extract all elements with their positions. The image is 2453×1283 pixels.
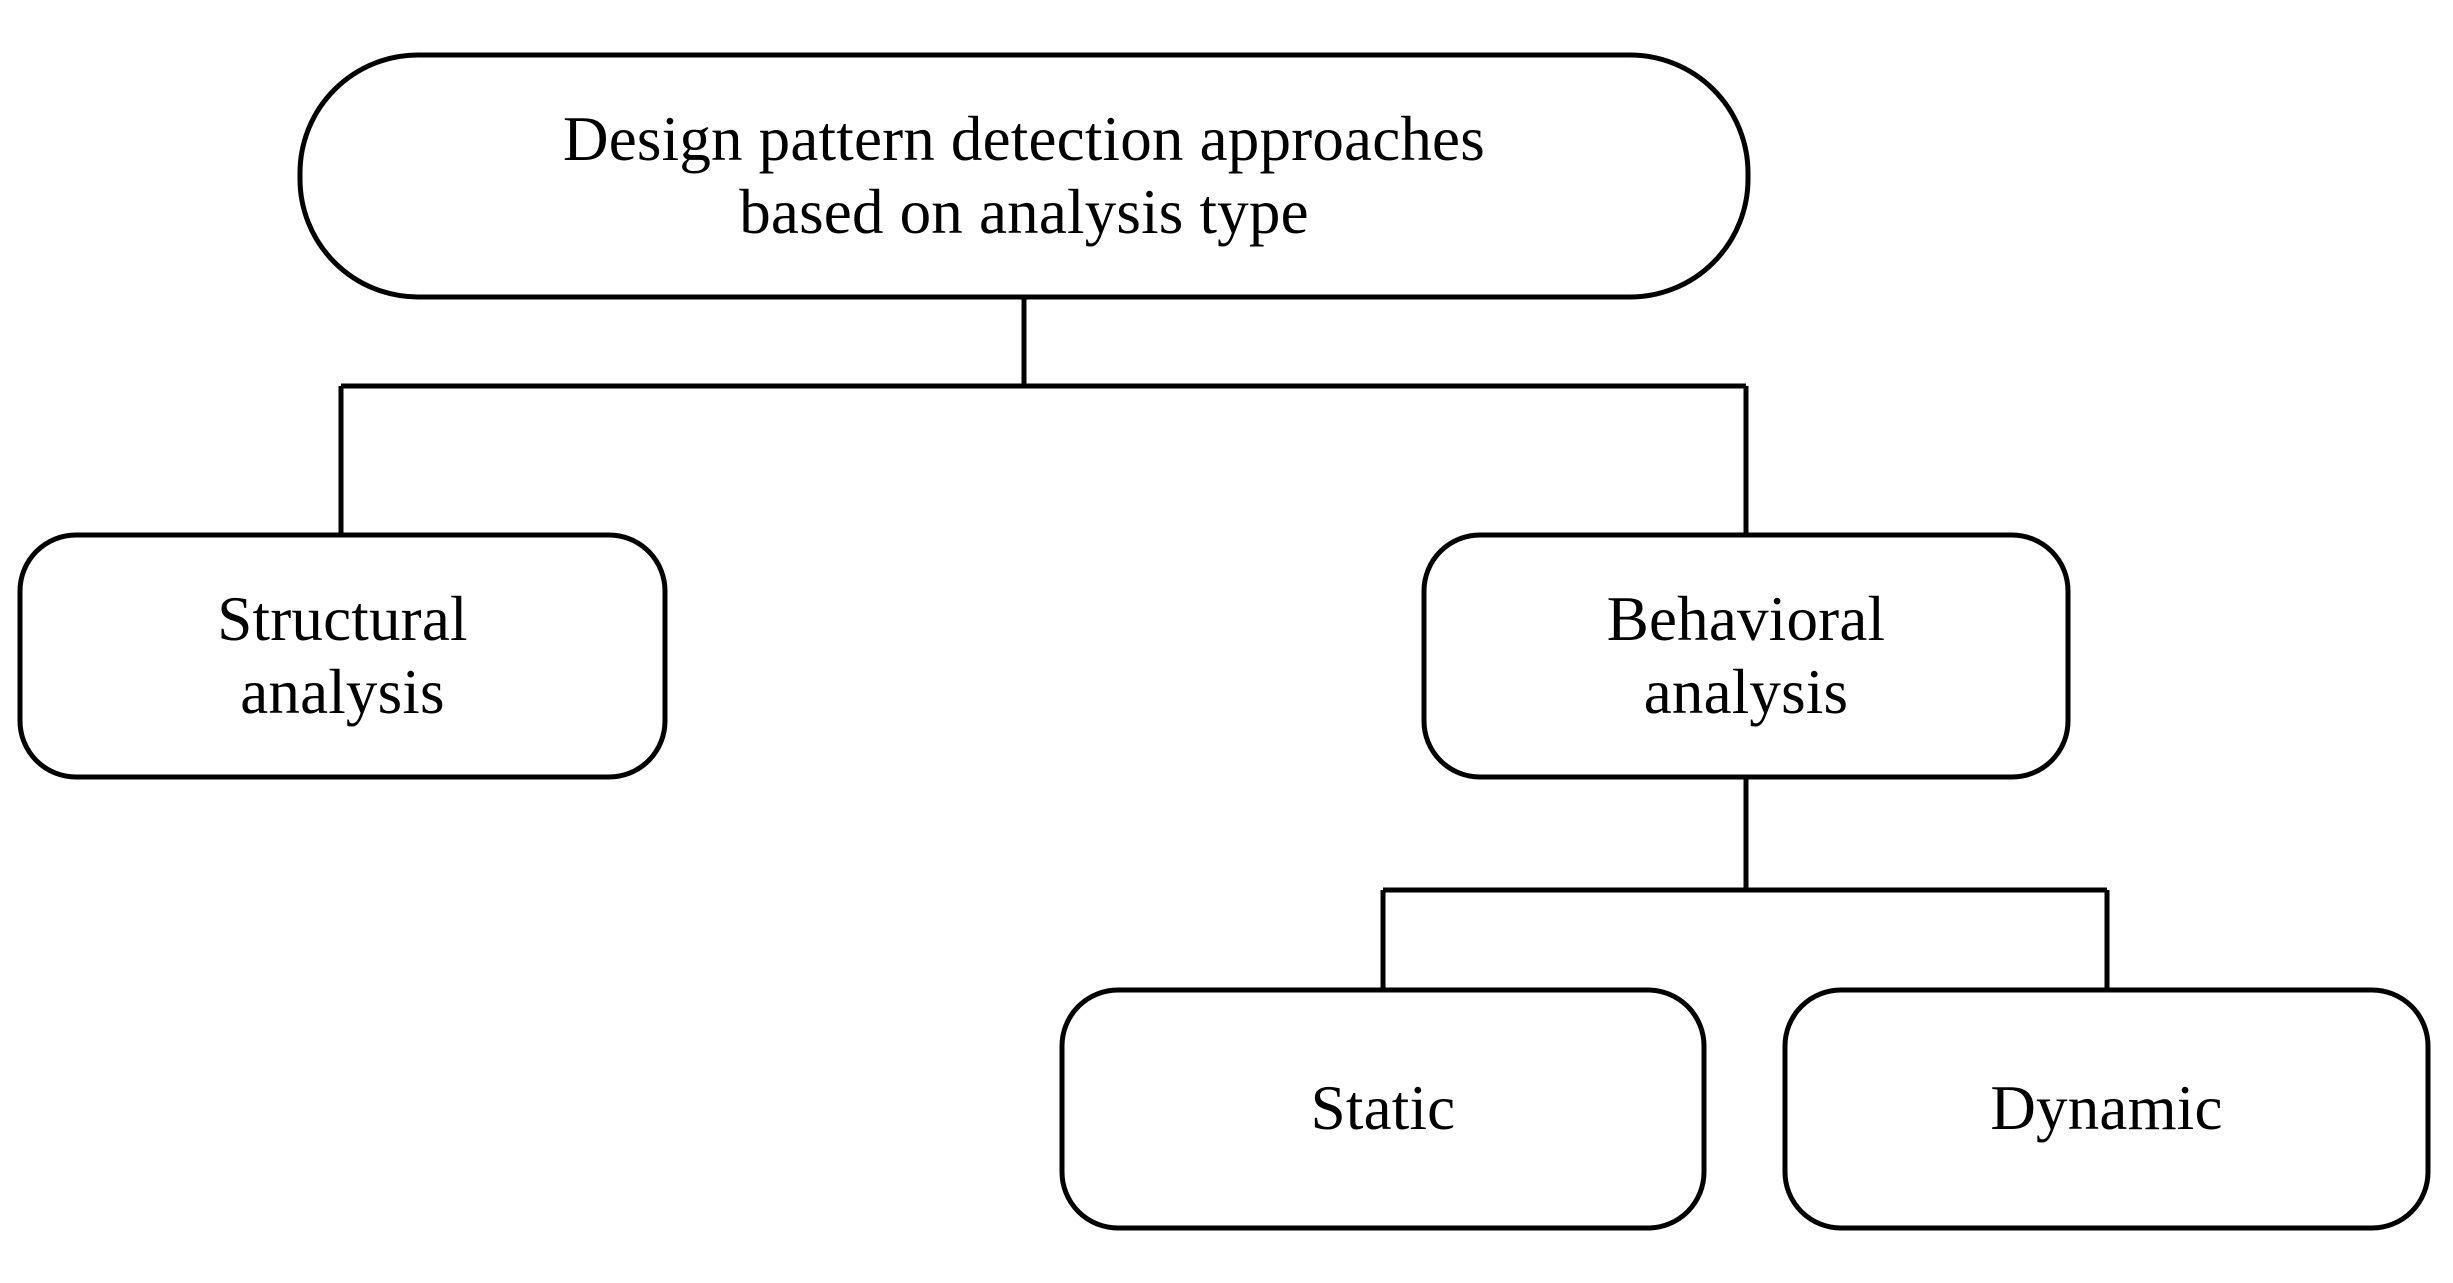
- node-shape-static[interactable]: [1059, 987, 1707, 1231]
- node-shape-behavioral[interactable]: [1421, 532, 2071, 780]
- node-shape-structural[interactable]: [17, 532, 668, 780]
- node-shape-root[interactable]: [297, 52, 1751, 300]
- node-shape-group: [17, 52, 2431, 1231]
- node-shape-dynamic[interactable]: [1782, 987, 2431, 1231]
- connector-group: [338, 297, 2110, 992]
